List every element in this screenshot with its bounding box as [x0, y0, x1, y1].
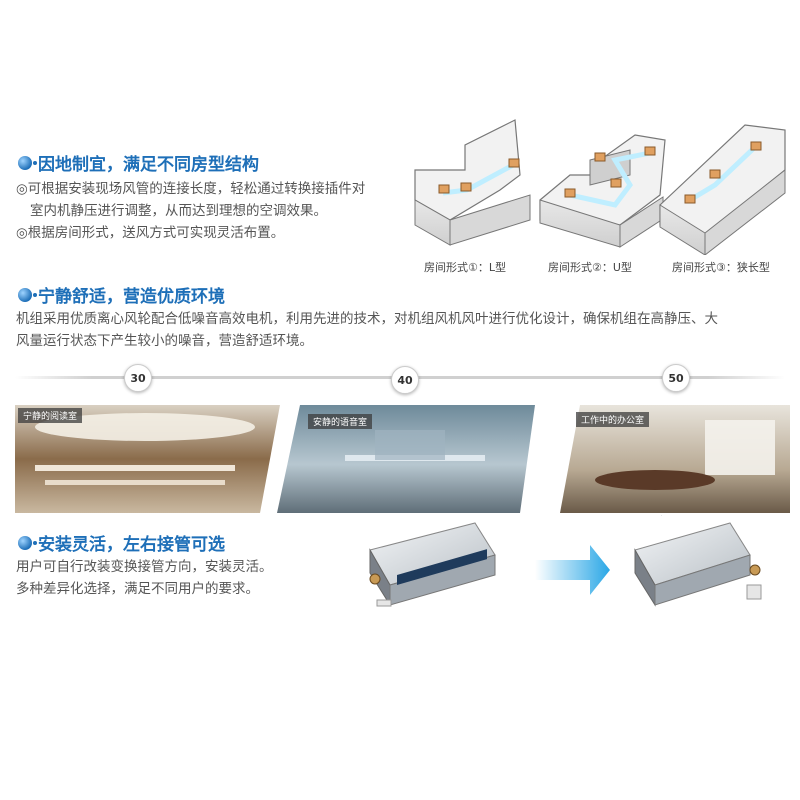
arrow-right-icon: [535, 545, 610, 595]
room-photos: [15, 405, 790, 513]
photo-office: [560, 405, 790, 513]
noise-mark-30: 30: [124, 364, 152, 392]
section3-text: 用户可自行改装变换接管方向，安装灵活。 多种差异化选择，满足不同用户的要求。: [16, 556, 273, 600]
section1-line: ◎可根据安装现场风管的连接长度，轻松通过转换接插件对: [16, 181, 366, 197]
section3-title-text: 安装灵活，左右接管可选: [38, 535, 225, 555]
section3-line: 多种差异化选择，满足不同用户的要求。: [16, 581, 259, 597]
room-l-shape: [414, 119, 531, 246]
photo-label-reading: 宁静的阅读室: [18, 408, 83, 423]
fan-coil-unit-left: [369, 522, 496, 607]
bullet-icon: [18, 155, 37, 170]
section2-line: 风量运行状态下产生较小的噪音，营造舒适环境。: [16, 333, 313, 349]
room-u-shape: [539, 134, 666, 248]
section1-line: ◎根据房间形式，送风方式可实现灵活布置。: [16, 225, 285, 241]
bullet-icon: [18, 535, 37, 550]
noise-mark-50: 50: [662, 364, 690, 392]
room-layout-diagrams: [414, 119, 786, 255]
section3-title: 安装灵活，左右接管可选: [18, 530, 225, 555]
section1-title-text: 因地制宜，满足不同房型结构: [38, 155, 259, 175]
photo-label-office: 工作中的办公室: [576, 412, 650, 427]
section3-line: 用户可自行改装变换接管方向，安装灵活。: [16, 559, 273, 575]
photo-label-language: 安静的语音室: [308, 414, 373, 429]
photo-language-room: [277, 405, 535, 513]
room-label-l: 房间形式①：L型: [424, 261, 506, 274]
section2-title-text: 宁静舒适，营造优质环境: [38, 287, 225, 307]
noise-mark-40: 40: [391, 366, 419, 394]
photo-reading-room: [15, 405, 280, 513]
section1-title: 因地制宜，满足不同房型结构: [18, 150, 259, 175]
section2-text: 机组采用优质离心风轮配合低噪音高效电机，利用先进的技术，对机组风机风叶进行优化设…: [16, 308, 718, 352]
section2-line: 机组采用优质离心风轮配合低噪音高效电机，利用先进的技术，对机组风机风叶进行优化设…: [16, 311, 718, 327]
section2-title: 宁静舒适，营造优质环境: [18, 282, 225, 307]
section1-line: 室内机静压进行调整，从而达到理想的空调效果。: [30, 203, 327, 219]
room-label-u: 房间形式②：U型: [548, 261, 632, 274]
fan-coil-unit-right: [634, 515, 762, 607]
section1-text: ◎可根据安装现场风管的连接长度，轻松通过转换接插件对 室内机静压进行调整，从而达…: [16, 178, 365, 244]
fan-coil-units: [369, 515, 762, 607]
bullet-icon: [18, 287, 37, 302]
room-label-narrow: 房间形式③：狭长型: [672, 261, 770, 274]
room-narrow-shape: [659, 124, 786, 255]
